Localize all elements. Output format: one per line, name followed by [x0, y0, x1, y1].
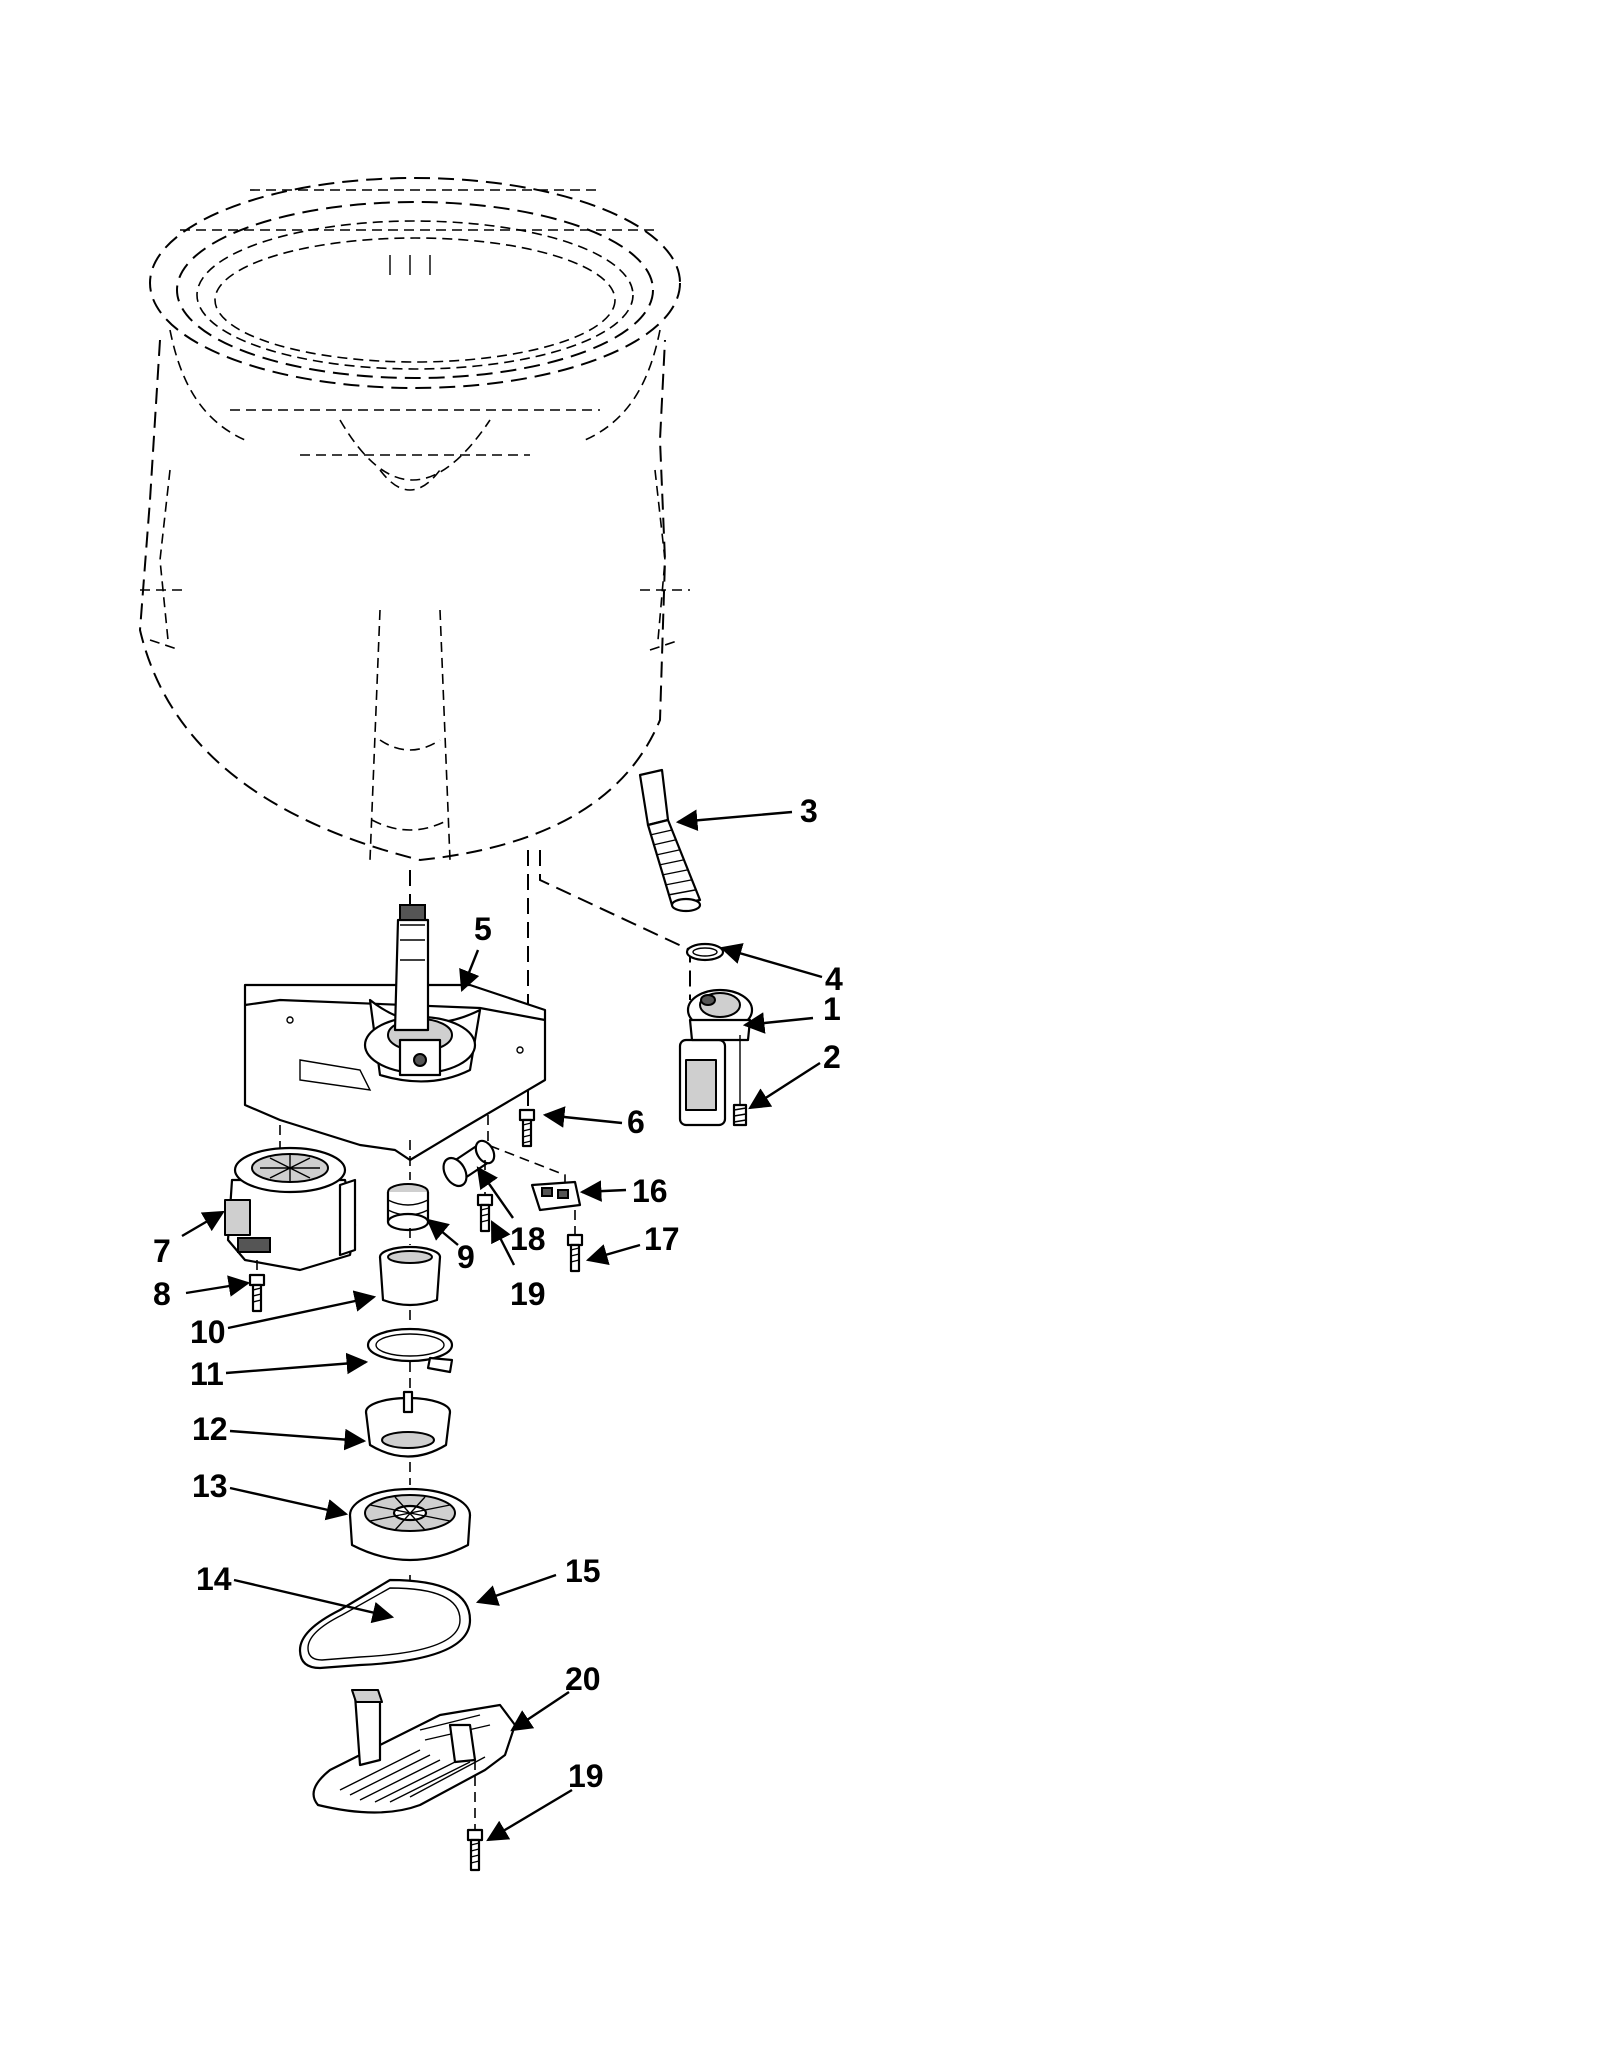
drive-hub	[378, 1228, 442, 1307]
callout-6: 6	[627, 1104, 645, 1140]
outer-tub-phantom	[138, 177, 690, 862]
motor-screw	[248, 1260, 266, 1313]
motor-shield	[312, 1689, 517, 1814]
callout-17: 17	[644, 1221, 680, 1257]
motor-capacitor	[442, 1139, 496, 1188]
callout-2: 2	[823, 1039, 841, 1075]
pump-screw	[732, 1035, 748, 1127]
drive-gearcase-plate	[243, 904, 547, 1162]
callout-19-upper: 19	[510, 1276, 546, 1312]
drive-pulley	[348, 1462, 472, 1562]
drain-hose	[638, 768, 702, 913]
callout-1: 1	[823, 991, 841, 1027]
pump-hose-centerline	[539, 850, 691, 1000]
leader-lines	[181, 809, 823, 1842]
callout-19-lower: 19	[568, 1758, 604, 1794]
callout-labels: 1 2 3 4 5 6 7 8 9 10 11 12 13 14 15 16 1…	[153, 793, 843, 1794]
callout-14: 14	[196, 1561, 232, 1597]
callout-12: 12	[192, 1411, 228, 1447]
callout-7: 7	[153, 1233, 171, 1269]
callout-9: 9	[457, 1239, 475, 1275]
callout-11: 11	[190, 1356, 224, 1392]
callout-16: 16	[632, 1173, 668, 1209]
shield-screw	[466, 1760, 484, 1872]
plate-screw	[518, 1108, 536, 1148]
retaining-ring	[366, 1310, 454, 1374]
callout-5: 5	[474, 911, 492, 947]
callout-3: 3	[800, 793, 818, 829]
callout-15: 15	[565, 1553, 601, 1589]
drive-motor	[224, 1146, 357, 1272]
callout-8: 8	[153, 1276, 171, 1312]
lid-switch	[530, 1180, 582, 1212]
drain-pump	[678, 988, 754, 1127]
callout-4: 4	[825, 961, 843, 997]
drive-belt	[298, 1578, 472, 1670]
callout-13: 13	[192, 1468, 228, 1504]
shift-actuator	[364, 1362, 452, 1458]
callout-18: 18	[510, 1221, 546, 1257]
clutch-spring	[386, 1183, 430, 1232]
hose-clamp	[685, 942, 725, 962]
callout-20: 20	[565, 1661, 601, 1697]
switch-screw	[566, 1210, 584, 1273]
callout-10: 10	[190, 1314, 226, 1350]
